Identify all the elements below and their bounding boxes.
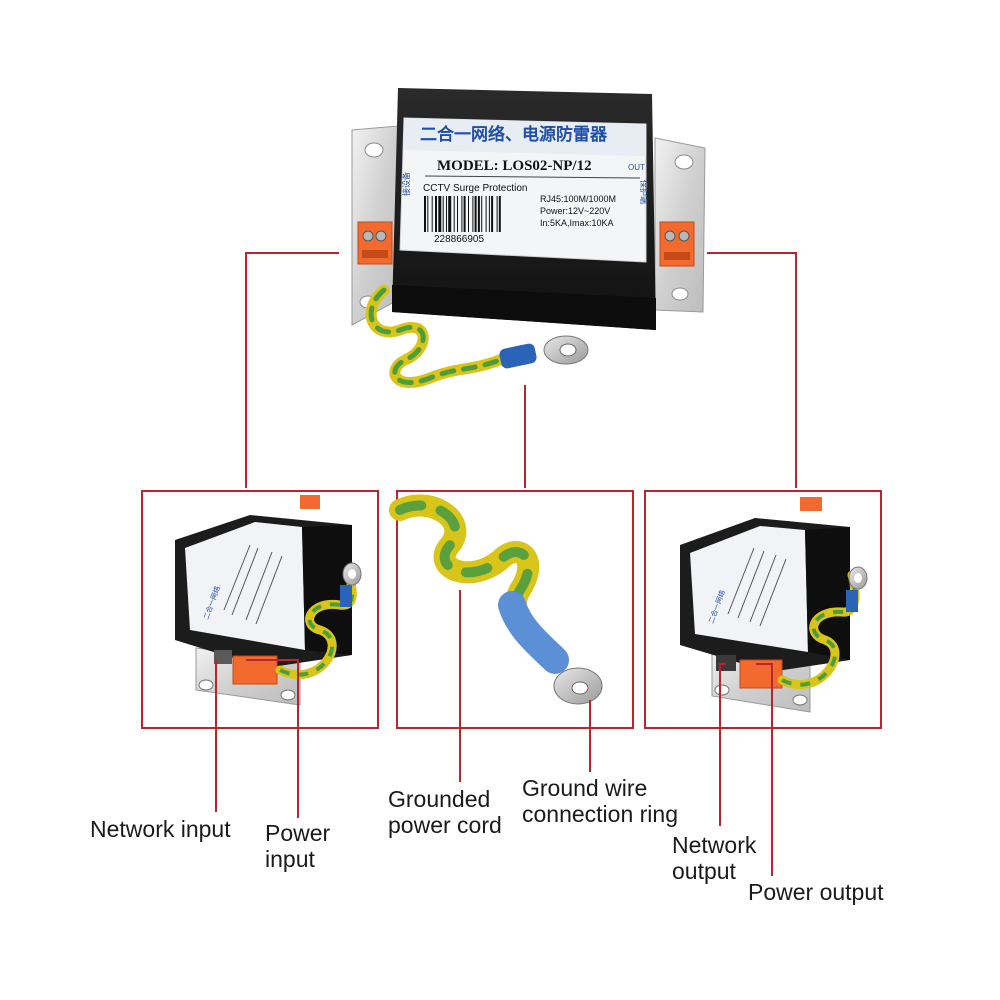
mount-hole-icon <box>364 142 384 158</box>
callout-lines-top <box>245 252 797 488</box>
power-output-terminal <box>659 221 695 267</box>
label-power-output: Power output <box>748 879 884 905</box>
mount-hole-icon <box>674 154 694 170</box>
device-model: MODEL: LOS02-NP/12 <box>437 158 592 174</box>
side-out-tag: OUT <box>628 163 645 172</box>
callout-lines-bottom <box>215 590 773 876</box>
label-network-input: Network input <box>90 816 231 842</box>
main-device: 二合一网络、电源防雷器 MODEL: LOS02-NP/12 CCTV Surg… <box>351 88 706 388</box>
spec-rj45: RJ45:100M/1000M <box>540 194 616 204</box>
device-serial: 228866905 <box>434 234 484 245</box>
ground-lug-icon <box>499 335 589 369</box>
label-ground-wire-ring: Ground wire connection ring <box>522 775 678 827</box>
barcode-icon <box>424 196 501 232</box>
device-subtitle: CCTV Surge Protection <box>423 183 528 194</box>
power-input-terminal <box>357 221 393 265</box>
detail-panel-network-output: 二合一网络 <box>644 490 882 729</box>
detail-panel-network-input: 二合一网络 <box>141 490 379 729</box>
label-grounded-power-cord: Grounded power cord <box>388 786 502 838</box>
detail-panel-ground-wire <box>389 490 634 729</box>
spec-current: In:5KA,Imax:10KA <box>540 218 614 228</box>
mount-hole-icon <box>671 287 689 301</box>
spec-power: Power:12V~220V <box>540 206 610 216</box>
device-title-cn: 二合一网络、电源防雷器 <box>420 124 608 145</box>
side-in-tag: 接设备 <box>401 172 411 196</box>
label-power-input: Power input <box>265 820 331 872</box>
ground-wire <box>365 284 511 388</box>
side-out-label: 保护端 <box>639 180 649 204</box>
label-network-output: Network output <box>672 832 757 884</box>
housing-bottom <box>392 285 656 330</box>
